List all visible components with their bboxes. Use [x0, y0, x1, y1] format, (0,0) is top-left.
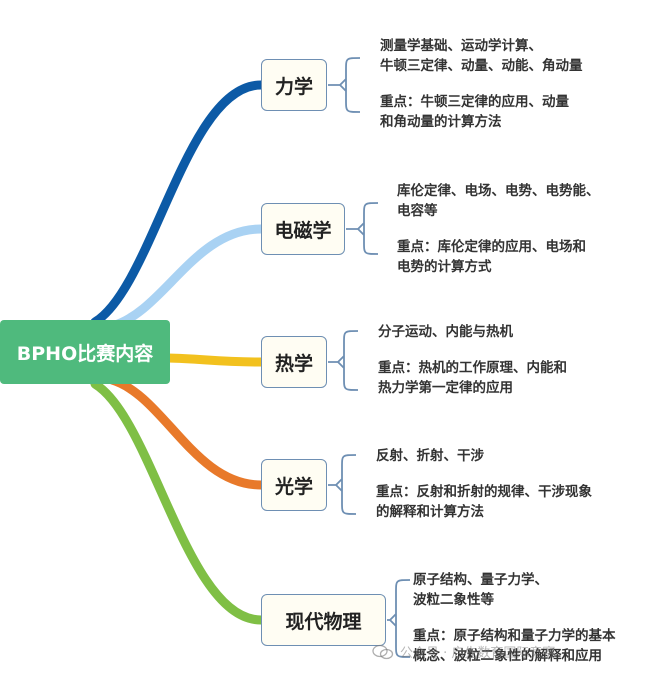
- topic-label: 力学: [274, 75, 313, 98]
- topic-node-modern-physics: 现代物理: [261, 594, 386, 646]
- topic-description-mechanics: 测量学基础、运动学计算、 牛顿三定律、动量、动能、角动量 重点：牛顿三定律的应用…: [380, 36, 583, 132]
- focus-line: 重点：反射和折射的规律、干涉现象: [376, 484, 592, 500]
- bracket-optics: [328, 454, 357, 515]
- topic-label: 热学: [274, 352, 313, 375]
- focus-line: 重点：牛顿三定律的应用、动量: [380, 94, 569, 110]
- topic-description-thermodynamics: 分子运动、内能与热机 重点：热机的工作原理、内能和 热力学第一定律的应用: [378, 322, 567, 398]
- topic-description-modern-physics: 原子结构、量子力学、 波粒二象性等 重点：原子结构和量子力学的基本 概念、波粒二…: [413, 570, 616, 666]
- focus-line: 重点：库伦定律的应用、电场和: [397, 239, 586, 255]
- focus-line: 电势的计算方式: [397, 259, 492, 275]
- desc-line: 反射、折射、干涉: [376, 448, 484, 464]
- bracket-lines: [328, 57, 411, 658]
- topic-label: 电磁学: [274, 219, 332, 242]
- branch-electromagnetism: [107, 224, 266, 331]
- topic-description-electromagnetism: 库伦定律、电场、电势、电势能、 电容等 重点：库伦定律的应用、电场和 电势的计算…: [397, 181, 600, 277]
- topic-node-mechanics: 力学: [261, 59, 327, 111]
- focus-line: 重点：原子结构和量子力学的基本: [413, 628, 616, 644]
- topic-description-optics: 反射、折射、干涉 重点：反射和折射的规律、干涉现象 的解释和计算方法: [376, 446, 592, 522]
- focus-line: 概念、波粒二象性的解释和应用: [413, 648, 602, 664]
- watermark: 公众号 · 启先数育国际竞赛: [372, 642, 555, 661]
- desc-line: 测量学基础、运动学计算、: [380, 38, 542, 54]
- focus-line: 重点：热机的工作原理、内能和: [378, 360, 567, 376]
- bracket-mechanics: [328, 57, 361, 113]
- wechat-icon: [372, 644, 394, 659]
- branch-modern-physics: [90, 379, 266, 625]
- desc-line: 原子结构、量子力学、: [413, 572, 548, 588]
- root-node: BPHO比赛内容: [0, 320, 170, 384]
- desc-line: 波粒二象性等: [413, 592, 494, 608]
- watermark-text: 公众号 · 启先数育国际竞赛: [400, 646, 556, 661]
- focus-line: 的解释和计算方法: [376, 504, 484, 520]
- desc-line: 牛顿三定律、动量、动能、角动量: [380, 58, 583, 74]
- desc-line: 库伦定律、电场、电势、电势能、: [397, 183, 600, 199]
- root-label: BPHO比赛内容: [16, 342, 154, 365]
- branch-optics: [107, 375, 266, 490]
- topic-node-electromagnetism: 电磁学: [261, 203, 345, 255]
- branch-mechanics: [90, 80, 266, 327]
- focus-line: 热力学第一定律的应用: [378, 380, 513, 396]
- branch-thermodynamics: [163, 353, 266, 367]
- topic-node-optics: 光学: [261, 459, 327, 511]
- bracket-electromagnetism: [346, 202, 379, 255]
- topic-label: 现代物理: [285, 610, 362, 633]
- topic-label: 光学: [274, 475, 313, 498]
- bracket-modern-physics: [387, 579, 411, 658]
- desc-line: 电容等: [397, 203, 438, 219]
- topic-node-thermodynamics: 热学: [261, 336, 327, 388]
- bracket-thermodynamics: [328, 330, 359, 391]
- desc-line: 分子运动、内能与热机: [378, 324, 513, 340]
- focus-line: 和角动量的计算方法: [380, 114, 502, 130]
- branch-lines: [90, 80, 266, 625]
